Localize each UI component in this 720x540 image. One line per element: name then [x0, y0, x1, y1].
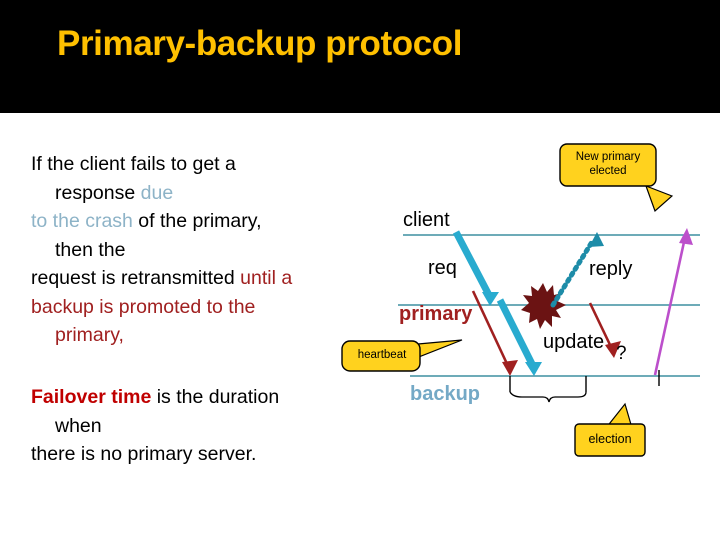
timeline-label-primary: primary	[399, 303, 473, 325]
text-line-4: then the	[55, 238, 126, 261]
text-no-primary: there is no primary server.	[31, 443, 257, 465]
message-label-reply: reply	[589, 258, 633, 280]
failover-rest: is the duration	[151, 386, 280, 408]
failover-time-term: Failover time	[31, 386, 152, 408]
crash-starburst-icon	[521, 283, 566, 329]
page-title: Primary-backup protocol	[57, 24, 463, 63]
message-arrow-req-continued	[496, 298, 542, 376]
text-line-5-plain: request is retransmitted	[31, 267, 241, 289]
message-label-update: update	[543, 331, 605, 353]
text-line-6-red: backup is promoted to the	[31, 295, 256, 318]
message-arrow-promotion	[653, 228, 693, 376]
message-arrow-update-left	[471, 290, 518, 376]
title-band	[0, 0, 720, 113]
message-arrow-reply	[550, 232, 604, 308]
text-line-7-red: primary,	[55, 324, 124, 346]
text-line-2-plain: response	[55, 181, 141, 204]
question-mark-label: ?	[616, 343, 627, 364]
callout-election[interactable]	[574, 402, 646, 457]
timeline-label-backup: backup	[410, 383, 481, 405]
text-line-1: If the client fails to get a	[31, 153, 236, 175]
body-paragraph-2: Failover time is the duration when there…	[31, 383, 383, 469]
text-when: when	[55, 414, 102, 437]
text-line-2-blue: due	[140, 181, 174, 204]
timeline-label-client: client	[403, 209, 450, 231]
text-line-3-blue: to the crash	[31, 210, 133, 232]
body-paragraph-1: If the client fails to get a response du…	[31, 150, 383, 350]
message-label-req: req	[428, 257, 457, 279]
callout-heartbeat[interactable]	[341, 339, 463, 372]
failover-brace	[509, 391, 587, 403]
message-arrow-update-right	[588, 302, 621, 358]
message-arrow-req	[452, 230, 499, 306]
callout-new-primary-elected[interactable]	[559, 143, 674, 213]
text-line-5-red: until a	[240, 267, 293, 289]
text-line-3-plain: of the primary,	[132, 210, 262, 232]
